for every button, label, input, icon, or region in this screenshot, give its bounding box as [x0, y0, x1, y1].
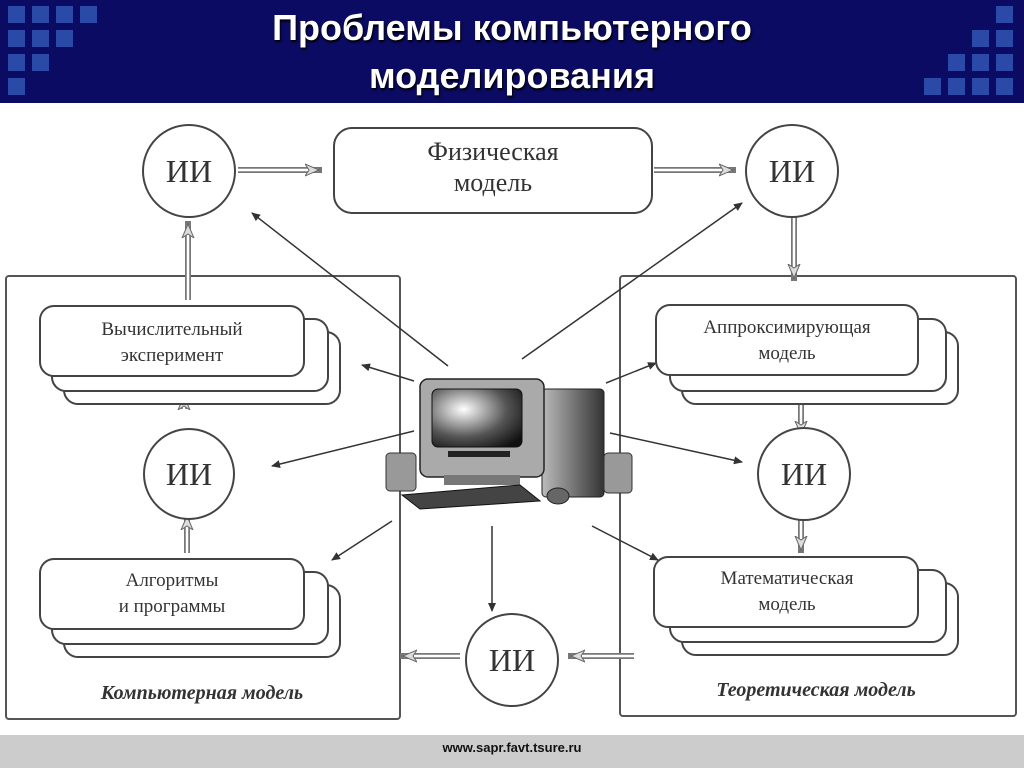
decor-square [996, 6, 1013, 23]
decor-square [8, 78, 25, 95]
ii-node: ИИ [143, 428, 235, 520]
algorithms-box [39, 558, 305, 630]
decor-square [32, 6, 49, 23]
page-title: Проблемы компьютерного моделирования [150, 0, 874, 103]
computational-experiment-line1: Вычислительный [101, 319, 242, 340]
decor-square [948, 54, 965, 71]
ii-label: ИИ [166, 456, 212, 492]
computer-model-frame [5, 275, 401, 720]
algorithms-line2: и программы [119, 596, 226, 617]
physical-model-line2: модель [454, 168, 532, 197]
footer-bar [0, 735, 1024, 768]
decor-square [8, 30, 25, 47]
decor-square [972, 78, 989, 95]
footer-url: www.sapr.favt.tsure.ru [442, 740, 582, 755]
thin-arrows [251, 202, 743, 612]
ii-label: ИИ [489, 642, 535, 678]
decor-square [972, 54, 989, 71]
mathematical-model-line2: модель [758, 594, 816, 615]
title-line-1: Проблемы компьютерного [272, 6, 752, 48]
mathematical-model-box [653, 556, 919, 628]
physical-model-box [333, 127, 653, 214]
ii-node: ИИ [142, 124, 236, 218]
title-line-2: моделирования [368, 54, 656, 96]
ii-label: ИИ [781, 456, 827, 492]
double-arrows-inner [184, 170, 801, 656]
decor-square [996, 30, 1013, 47]
decor-square [948, 78, 965, 95]
ii-label: ИИ [166, 153, 212, 189]
header-bar [0, 0, 1024, 103]
decor-square [80, 6, 97, 23]
computer-icon [385, 378, 633, 510]
ii-label: ИИ [769, 153, 815, 189]
computer-model-label: Компьютерная модель [100, 682, 303, 704]
ii-node: ИИ [757, 427, 851, 521]
decor-square [8, 6, 25, 23]
decor-square [8, 54, 25, 71]
decor-square [56, 30, 73, 47]
approximating-model-line1: Аппроксимирующая [703, 317, 871, 338]
decor-square [32, 30, 49, 47]
approximating-model-box [655, 304, 919, 376]
decor-square [32, 54, 49, 71]
decor-square [924, 78, 941, 95]
theoretical-model-label: Теоретическая модель [716, 679, 915, 701]
algorithms-line1: Алгоритмы [126, 570, 219, 591]
physical-model-line1: Физическая [427, 137, 558, 166]
computational-experiment-line2: эксперимент [121, 345, 224, 366]
computational-experiment-box [39, 305, 305, 377]
decor-square [972, 30, 989, 47]
decor-square [996, 78, 1013, 95]
approximating-model-line2: модель [758, 343, 816, 364]
ii-node: ИИ [745, 124, 839, 218]
modeling-diagram: Физическая модель Вычислительный экспери… [5, 124, 1017, 720]
ii-node: ИИ [465, 613, 559, 707]
decor-square [996, 54, 1013, 71]
theoretical-model-frame [619, 275, 1017, 717]
mathematical-model-line1: Математическая [721, 568, 854, 589]
decor-square [56, 6, 73, 23]
